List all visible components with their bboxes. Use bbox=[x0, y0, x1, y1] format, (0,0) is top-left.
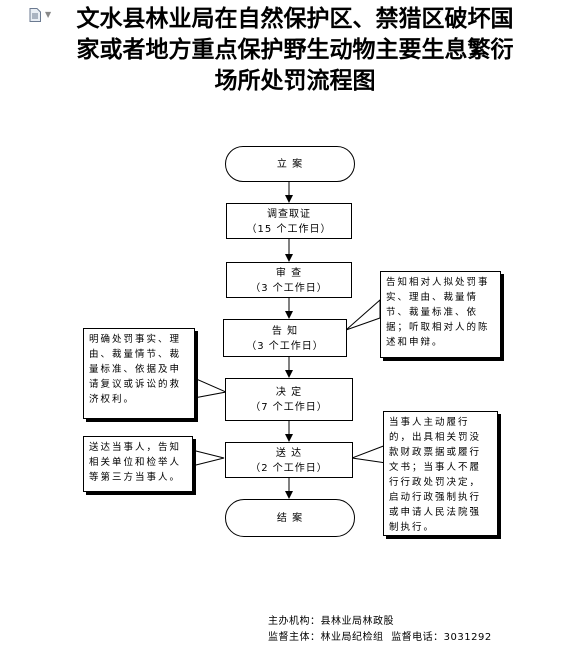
note-deliver-right: 当事人主动履行的，出具相关罚没款财政票据或履行文书；当事人不履行行政处罚决定，启… bbox=[383, 411, 498, 536]
step-investigate-duration: （15 个工作日） bbox=[246, 224, 332, 235]
note-notify-right: 告知相对人拟处罚事实、理由、裁量情节、裁量标准、依据；听取相对人的陈述和申辩。 bbox=[380, 271, 501, 358]
footer-supervisor-body: 监督主体：林业局纪检组 bbox=[268, 632, 384, 643]
note-deliver-left: 送达当事人，告知相关单位和检举人等第三方当事人。 bbox=[83, 436, 193, 492]
note-decide-left: 明确处罚事实、理由、裁量情节、裁量标准、依据及申请复议或诉讼的救济权利。 bbox=[83, 328, 195, 419]
title-line-3: 场所处罚流程图 bbox=[214, 68, 376, 94]
step-deliver-label: 送 达 bbox=[275, 448, 303, 459]
pointer-deliver-left bbox=[191, 449, 225, 467]
step-close-label: 结 案 bbox=[276, 513, 304, 524]
step-start-label: 立 案 bbox=[276, 159, 304, 170]
step-decide: 决 定 （7 个工作日） bbox=[225, 378, 353, 421]
step-notify: 告 知 （3 个工作日） bbox=[223, 319, 347, 357]
page-title: 文水县林业局在自然保护区、禁猎区破坏国 家或者地方重点保护野生动物主要生息繁衍 … bbox=[60, 4, 530, 97]
step-notify-duration: （3 个工作日） bbox=[246, 341, 324, 352]
step-close: 结 案 bbox=[225, 499, 355, 537]
step-investigate-label: 调查取证 bbox=[267, 209, 311, 220]
chevron-down-icon[interactable]: ▼ bbox=[45, 10, 52, 19]
footer-organizer: 主办机构：县林业局林政股 bbox=[268, 616, 394, 627]
footer-supervisor: 监督主体：林业局纪检组 监督电话：3031292 bbox=[268, 628, 492, 643]
step-decide-duration: （7 个工作日） bbox=[250, 402, 328, 413]
title-line-2: 家或者地方重点保护野生动物主要生息繁衍 bbox=[76, 37, 514, 63]
document-icon[interactable] bbox=[29, 8, 41, 22]
step-review-label: 审 查 bbox=[275, 268, 303, 279]
pointer-decide-left bbox=[193, 377, 228, 399]
step-start: 立 案 bbox=[225, 146, 355, 182]
title-line-1: 文水县林业局在自然保护区、禁猎区破坏国 bbox=[76, 6, 514, 32]
step-notify-label: 告 知 bbox=[271, 326, 299, 337]
step-review-duration: （3 个工作日） bbox=[250, 283, 328, 294]
step-investigate: 调查取证 （15 个工作日） bbox=[226, 203, 352, 239]
step-deliver: 送 达 （2 个工作日） bbox=[225, 442, 353, 478]
footer-phone: 监督电话：3031292 bbox=[391, 632, 492, 643]
pointer-notify-right bbox=[345, 298, 381, 331]
step-review: 审 查 （3 个工作日） bbox=[226, 262, 352, 298]
step-deliver-duration: （2 个工作日） bbox=[250, 463, 328, 474]
pointer-deliver-right bbox=[350, 444, 387, 464]
step-decide-label: 决 定 bbox=[275, 387, 303, 398]
